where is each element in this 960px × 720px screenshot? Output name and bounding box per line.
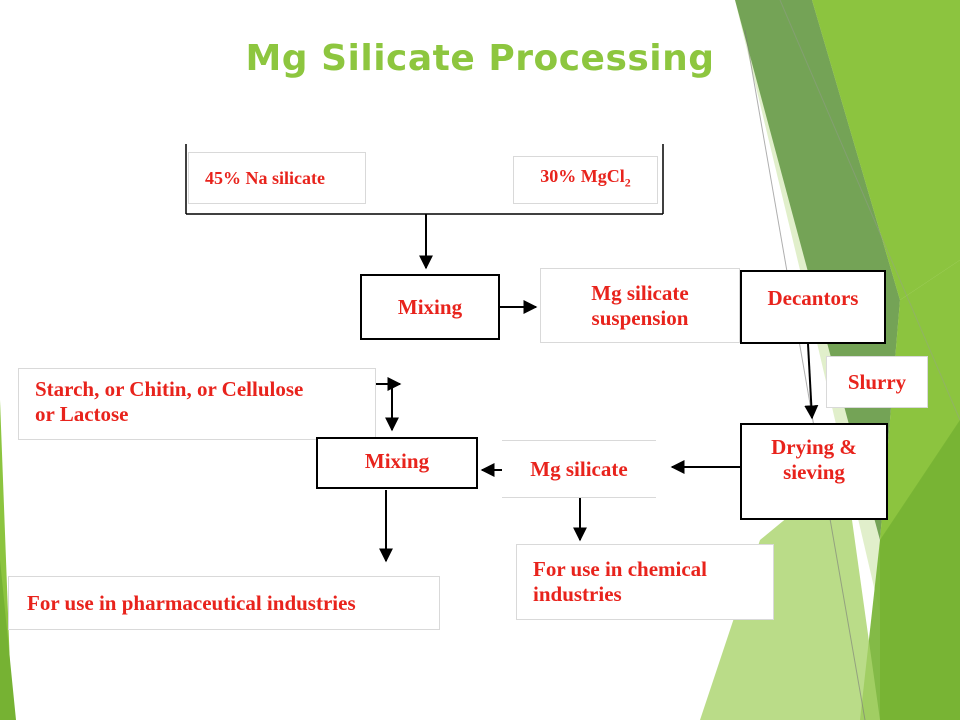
arrow-decantors-to-drying xyxy=(804,343,819,420)
mixing-2-box: Mixing xyxy=(316,437,478,489)
slurry-label: Slurry xyxy=(847,369,907,394)
chemical-box: For use in chemical industries xyxy=(516,544,774,620)
chemical-label-line2: industries xyxy=(533,582,622,606)
mg-silicate-label: Mg silicate xyxy=(530,456,628,481)
pharma-box: For use in pharmaceutical industries xyxy=(8,576,440,630)
mixing-1-label: Mixing xyxy=(397,294,463,319)
mgcl2-label-text: 30% MgCl xyxy=(540,166,625,187)
na-silicate-label: 45% Na silicate xyxy=(205,167,325,188)
suspension-box: Mg silicate suspension xyxy=(540,268,740,343)
additives-box: Starch, or Chitin, or Cellulose or Lacto… xyxy=(18,368,376,440)
na-silicate-box: 45% Na silicate xyxy=(188,152,366,204)
drying-label-line1: Drying & xyxy=(771,435,857,459)
mixing-1-box: Mixing xyxy=(360,274,500,340)
slurry-box: Slurry xyxy=(826,356,928,408)
additives-label-line1: Starch, or Chitin, or Cellulose xyxy=(35,377,304,401)
drying-label-line2: sieving xyxy=(783,460,845,484)
mgcl2-subscript: 2 xyxy=(624,175,631,190)
mg-silicate-box: Mg silicate xyxy=(502,440,656,498)
decantors-box: Decantors xyxy=(740,270,886,344)
drying-box: Drying & sieving xyxy=(740,423,888,520)
mgcl2-box: 30% MgCl2 xyxy=(513,156,658,204)
chemical-label-line1: For use in chemical xyxy=(533,557,708,581)
additives-label-line2: or Lactose xyxy=(35,402,129,426)
pharma-label: For use in pharmaceutical industries xyxy=(27,590,356,615)
mixing-2-label: Mixing xyxy=(364,449,430,473)
suspension-label-line1: Mg silicate xyxy=(591,280,689,305)
slide-title: Mg Silicate Processing xyxy=(245,38,715,79)
suspension-label-line2: suspension xyxy=(591,305,689,330)
decantors-label: Decantors xyxy=(767,286,859,310)
mgcl2-label: 30% MgCl2 xyxy=(540,164,631,196)
